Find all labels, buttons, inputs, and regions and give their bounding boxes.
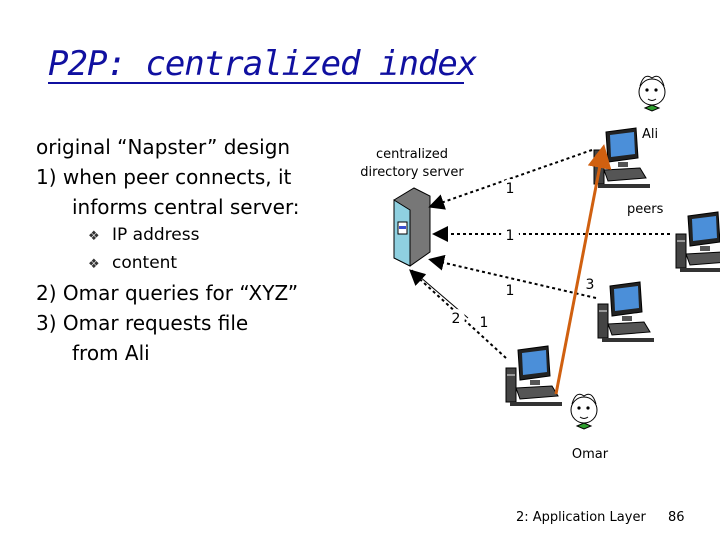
step-number: 1: [480, 315, 489, 331]
bullet-step-1-cont: informs central server:: [72, 195, 300, 219]
diamond-bullet-icon: ❖: [88, 257, 100, 272]
bullet-step-1: 1) when peer connects, it: [36, 165, 292, 189]
bullet-step-2: 2) Omar queries for “XYZ”: [36, 281, 299, 305]
peer-computer-icon: [597, 281, 655, 343]
peer-computer-icon-omar: [505, 345, 563, 407]
sub-bullet-content-text: content: [112, 253, 178, 273]
peers-label: peers: [627, 202, 664, 217]
omar-avatar-icon: [570, 393, 598, 430]
bullet-step-3: 3) Omar requests file: [36, 311, 249, 335]
bullet-list: original “Napster” design 1) when peer c…: [36, 132, 300, 368]
title-underline: [48, 82, 464, 84]
diamond-bullet-icon: ❖: [88, 229, 100, 244]
file-request-arrow: [554, 144, 612, 395]
sub-bullet-ip: ❖ IP address: [36, 222, 300, 250]
directory-server-icon: [393, 187, 431, 267]
step-number-labels: 1 1 1 1 2 3: [447, 179, 599, 331]
ali-avatar-icon: [638, 75, 666, 112]
bullet-step-3-cont: from Ali: [72, 341, 150, 365]
step-number: 1: [506, 283, 515, 299]
peer-computer-icon: [675, 211, 720, 273]
footer-chapter: 2: Application Layer: [516, 510, 646, 525]
sub-bullet-ip-text: IP address: [112, 225, 200, 245]
server-label-line-1: centralized: [376, 147, 448, 162]
step-number: 2: [452, 311, 461, 327]
step-number: 1: [506, 181, 515, 197]
step-number: 1: [506, 228, 515, 244]
footer-page-number: 86: [668, 510, 685, 525]
server-label-line-2: directory server: [360, 165, 464, 180]
step-number: 3: [586, 277, 595, 293]
sub-bullet-content: ❖ content: [36, 250, 300, 278]
ali-label: Ali: [642, 127, 658, 142]
register-arrow-peer-2: [428, 254, 597, 299]
omar-label: Omar: [572, 447, 609, 462]
bullet-intro: original “Napster” design: [36, 135, 291, 159]
register-arrow-ali: [428, 149, 593, 210]
slide-title: P2P: centralized index: [48, 44, 477, 84]
